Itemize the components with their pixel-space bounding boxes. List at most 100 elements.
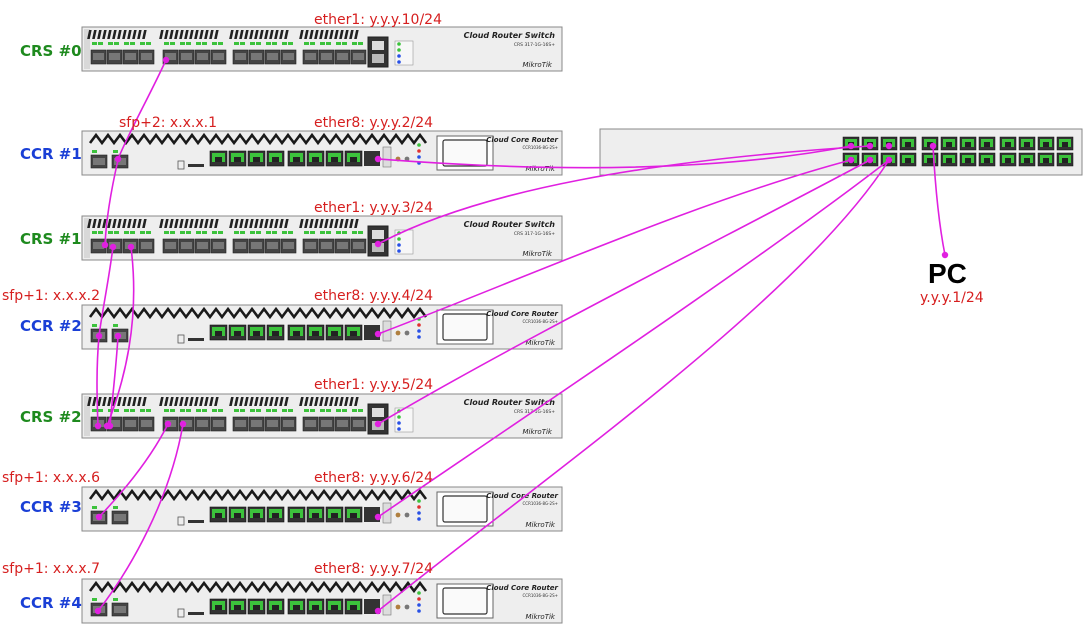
mgmt-socket <box>372 41 384 50</box>
vent-slot <box>244 30 249 39</box>
button <box>404 604 410 610</box>
brand-name: Cloud Router Switch <box>464 398 556 407</box>
vent-slot <box>334 219 339 228</box>
cable-connector <box>179 420 187 428</box>
vent-slot <box>284 219 289 228</box>
labels-layer: CRS #0 CCR #1 CRS #1 CCR #2 CRS #2 CCR #… <box>2 12 984 612</box>
vent-slot <box>169 30 174 39</box>
port-led <box>240 42 245 45</box>
switch-port-inner <box>1062 142 1068 147</box>
sfp-slot <box>114 606 126 613</box>
cable-connector <box>164 420 172 428</box>
vendor-logo: MikroTik <box>526 165 556 173</box>
cable <box>96 335 100 427</box>
vent-slot <box>169 219 174 228</box>
vent-slot <box>254 219 259 228</box>
vent-slot <box>244 397 249 406</box>
vent-zigzag <box>88 306 428 320</box>
port-led <box>218 42 223 45</box>
model-name: CCR1036-8G-2S+ <box>522 593 558 598</box>
vent-slot <box>87 397 92 406</box>
status-panel <box>394 40 414 66</box>
vent-slot <box>309 30 314 39</box>
port-led <box>98 42 103 45</box>
device-label-crs0: CRS #0 <box>20 42 82 60</box>
port-led <box>304 409 309 412</box>
port-led <box>92 324 97 327</box>
cable <box>377 159 871 425</box>
port-led <box>234 231 239 234</box>
sfp-slot <box>93 242 104 249</box>
address-ccr4: ether8: y.y.y.7/24 <box>314 561 433 577</box>
cable <box>377 159 890 518</box>
status-led <box>397 237 401 241</box>
vent-slot <box>264 397 269 406</box>
vent-slot <box>269 219 274 228</box>
port-led <box>256 42 261 45</box>
port-led <box>113 598 118 601</box>
vent-slot <box>334 397 339 406</box>
port-led <box>342 231 347 234</box>
vent-slot <box>274 30 279 39</box>
brand-name: Cloud Router Switch <box>464 220 556 229</box>
vent-slot <box>204 30 209 39</box>
ethernet-socket-inner <box>350 513 357 518</box>
port-led <box>320 409 325 412</box>
switch-port-inner <box>965 158 971 163</box>
port-led <box>256 409 261 412</box>
status-led <box>397 421 401 425</box>
port-led <box>320 231 325 234</box>
cable-connector <box>374 330 382 338</box>
button <box>404 330 410 336</box>
ethernet-socket-inner <box>272 157 279 162</box>
port-led <box>218 409 223 412</box>
sfp-slot <box>93 158 105 165</box>
vent-slot <box>159 397 164 406</box>
address-ccr3: ether8: y.y.y.6/24 <box>314 470 433 486</box>
cable-connector <box>374 420 382 428</box>
cable-connector <box>374 155 382 163</box>
port-led <box>124 231 129 234</box>
status-led <box>417 511 421 515</box>
ethernet-socket-inner <box>312 331 319 336</box>
vent-slot <box>234 30 239 39</box>
usb-icon <box>177 608 185 618</box>
vent-slot <box>234 397 239 406</box>
vent-slot <box>229 30 234 39</box>
ethernet-socket-inner <box>234 331 241 336</box>
sfp-slot <box>114 514 126 521</box>
port-led <box>310 409 315 412</box>
sfp-slot <box>267 420 278 427</box>
vent-slot <box>249 219 254 228</box>
vent-slot <box>159 219 164 228</box>
ethernet-socket-inner <box>331 605 338 610</box>
brand-name: Cloud Router Switch <box>464 31 556 40</box>
port-led <box>250 42 255 45</box>
sfp-address-ccr4: sfp+1: x.x.x.7 <box>2 561 100 577</box>
switch-port-inner <box>1024 158 1030 163</box>
port-led <box>114 409 119 412</box>
vent-slot <box>164 397 169 406</box>
vent-slot <box>117 30 122 39</box>
cable-connector <box>94 422 102 430</box>
sfp-slot <box>251 242 262 249</box>
switch-port-inner <box>984 158 990 163</box>
sfp-slot <box>353 53 364 60</box>
status-led <box>397 48 401 52</box>
button <box>404 156 410 162</box>
port-led <box>256 231 261 234</box>
ethernet-socket-inner <box>253 513 260 518</box>
vent-slot <box>304 397 309 406</box>
cable <box>117 59 167 160</box>
sfp-slot <box>353 420 364 427</box>
lcd-screen <box>442 139 488 167</box>
port-led <box>108 42 113 45</box>
sfp-address-ccr1: sfp+2: x.x.x.1 <box>119 115 217 131</box>
switch-port-inner <box>1062 158 1068 163</box>
vent-slot <box>127 397 132 406</box>
vent-slot <box>204 397 209 406</box>
